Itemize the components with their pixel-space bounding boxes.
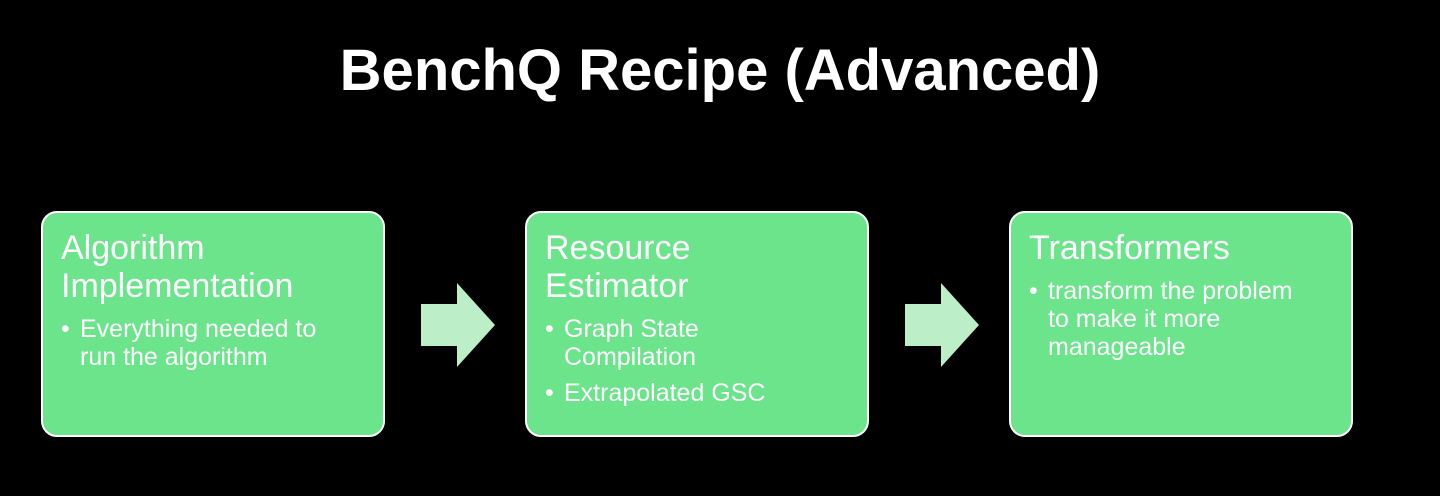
step-box-resource-estimator: Resource Estimator Graph State Compilati… <box>525 211 869 437</box>
right-arrow-icon <box>421 283 495 367</box>
diagram-title: BenchQ Recipe (Advanced) <box>339 38 1101 103</box>
step-bullet-list: Graph State Compilation Extrapolated GSC <box>545 315 851 407</box>
step-bullet: Graph State Compilation <box>545 315 851 371</box>
step-box-algorithm-implementation: Algorithm Implementation Everything need… <box>41 211 385 437</box>
step-bullet: Extrapolated GSC <box>545 379 851 407</box>
step-bullet-list: transform the problem to make it more ma… <box>1029 277 1335 361</box>
step-title: Transformers <box>1029 229 1230 267</box>
step-bullet: Everything needed to run the algorithm <box>61 315 367 371</box>
step-bullet: transform the problem to make it more ma… <box>1029 277 1335 361</box>
step-title: Resource Estimator <box>545 229 691 305</box>
right-arrow-icon <box>905 283 979 367</box>
step-bullet-list: Everything needed to run the algorithm <box>61 315 367 371</box>
step-box-transformers: Transformers transform the problem to ma… <box>1009 211 1353 437</box>
step-title: Algorithm Implementation <box>61 229 294 305</box>
